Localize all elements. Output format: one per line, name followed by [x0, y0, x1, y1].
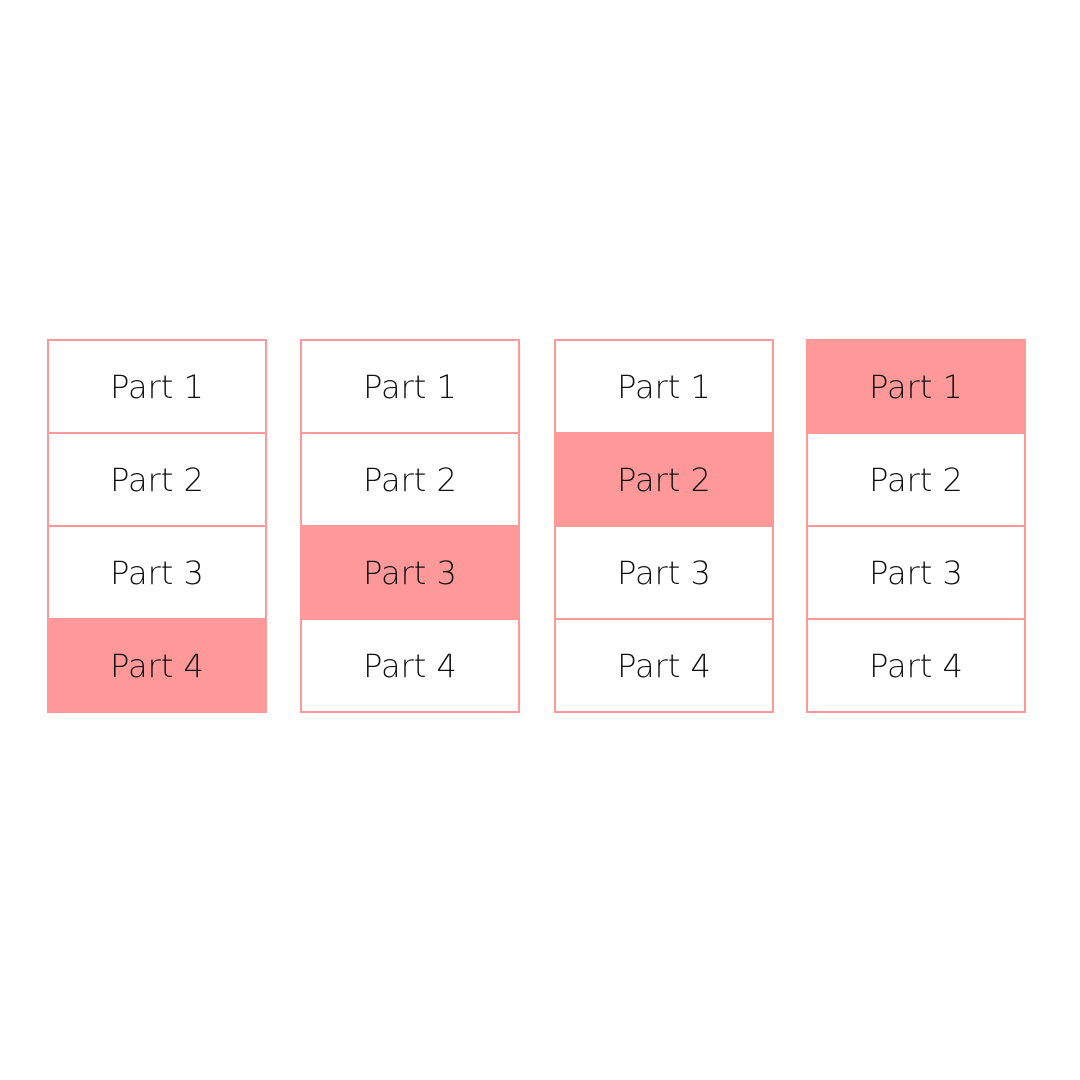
part-column-1: Part 1 Part 2 Part 3 Part 4	[47, 339, 267, 713]
part-cell: Part 3	[808, 525, 1024, 618]
part-cell: Part 2	[808, 432, 1024, 525]
part-cell: Part 2	[302, 432, 518, 525]
part-cell: Part 4	[808, 618, 1024, 711]
part-cell: Part 3	[556, 525, 772, 618]
part-cell-highlighted: Part 2	[556, 432, 772, 525]
part-cell: Part 4	[302, 618, 518, 711]
part-cell: Part 4	[556, 618, 772, 711]
part-cell: Part 1	[363, 367, 457, 406]
part-cell-highlighted: Part 4	[49, 618, 265, 711]
part-cell: Part 1	[110, 367, 204, 406]
part-cell-highlighted: Part 1	[808, 341, 1024, 432]
part-cell: Part 1	[617, 367, 711, 406]
part-column-4: Part 1 Part 2 Part 3 Part 4	[806, 339, 1026, 713]
part-cell: Part 3	[49, 525, 265, 618]
part-column-2: Part 1 Part 2 Part 3 Part 4	[300, 339, 520, 713]
part-cell-highlighted: Part 3	[302, 525, 518, 618]
part-cell: Part 2	[49, 432, 265, 525]
part-column-3: Part 1 Part 2 Part 3 Part 4	[554, 339, 774, 713]
